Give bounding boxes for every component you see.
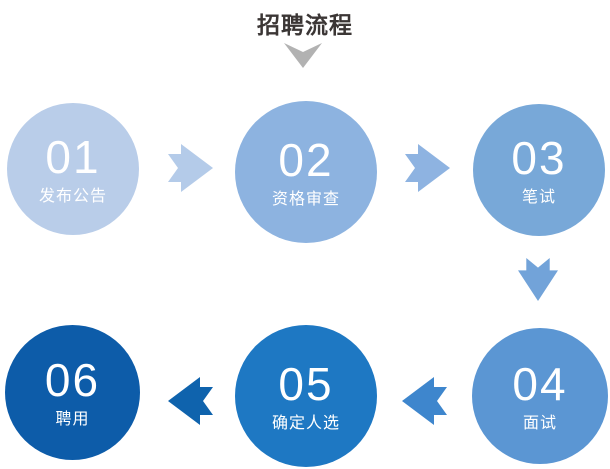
arrow-right-icon: [405, 144, 450, 192]
step-label: 资格审查: [271, 190, 340, 208]
step-label: 确定人选: [271, 414, 340, 432]
arrow-left-icon: [402, 377, 447, 425]
step-number: 06: [44, 354, 101, 406]
step-number: 01: [45, 130, 101, 183]
chevron-down-icon: [284, 43, 322, 68]
arrow-right-icon: [168, 144, 213, 192]
arrow-down-icon: [518, 258, 558, 301]
arrow-left-icon: [168, 377, 213, 425]
step-number: 05: [278, 357, 334, 410]
flow-step-06: 06 聘用: [5, 325, 140, 460]
step-number: 03: [511, 131, 567, 184]
flow-step-04: 04 面试: [472, 328, 608, 464]
step-label: 笔试: [521, 188, 556, 206]
flow-step-02: 02 资格审查: [235, 101, 377, 243]
step-number: 04: [512, 357, 568, 410]
step-label: 面试: [522, 414, 557, 432]
flow-step-03: 03 笔试: [473, 104, 605, 236]
page-title: 招聘流程: [257, 12, 353, 38]
flow-step-05: 05 确定人选: [235, 325, 377, 467]
flow-step-01: 01 发布公告: [7, 103, 139, 235]
step-label: 聘用: [55, 411, 90, 428]
step-number: 02: [278, 133, 334, 186]
step-label: 发布公告: [38, 187, 107, 205]
